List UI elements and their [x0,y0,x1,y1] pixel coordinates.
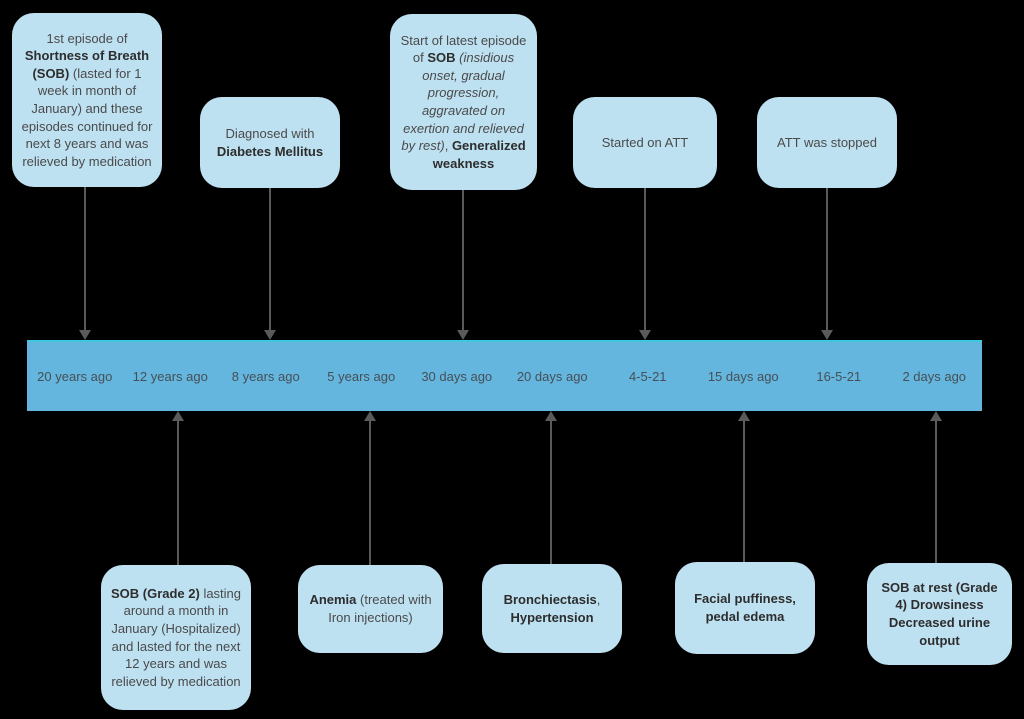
text-segment: (lasted for 1 week in month of January) … [21,65,153,169]
event-text: Facial puffiness, pedal edema [684,590,806,625]
text-segment: Anemia [309,592,357,608]
event-text: Started on ATT [602,134,688,152]
arrow-shaft [935,419,937,563]
event-box-sob-grade2: SOB (Grade 2) lasting around a month in … [101,565,251,710]
text-segment: , [444,138,452,154]
text-segment: Shortness of Breath (SOB) [24,48,150,81]
arrow-head [639,330,651,340]
connector-arrow-up-icon [172,411,184,565]
arrow-shaft [177,419,179,565]
text-segment: lasting around a month in January (Hospi… [111,585,242,689]
timeline-label: 20 days ago [516,369,588,384]
arrow-shaft [644,188,646,332]
text-segment: SOB (Grade 2) [110,585,200,601]
event-box-att-started: Started on ATT [573,97,717,188]
event-text: Start of latest episode of SOB (insidiou… [399,32,528,172]
event-box-bronchiectasis-hypertension: Bronchiectasis, Hypertension [482,564,622,653]
event-box-latest-sob-episode: Start of latest episode of SOB (insidiou… [390,14,537,190]
connector-arrow-up-icon [738,411,750,562]
arrow-shaft [743,419,745,562]
event-box-anemia: Anemia (treated with Iron injections) [298,565,443,653]
arrow-shaft [826,188,828,332]
timeline-bar: 20 years ago 12 years ago 8 years ago 5 … [27,340,982,411]
event-box-att-stopped: ATT was stopped [757,97,897,188]
arrow-head [930,411,942,421]
arrow-head [457,330,469,340]
text-segment: Start of latest episode of [400,32,527,66]
arrow-shaft [550,419,552,564]
timeline-label: 4-5-21 [628,369,667,384]
arrow-head [738,411,750,421]
event-text: SOB at rest (Grade 4) Drowsiness Decreas… [876,579,1003,649]
arrow-shaft [84,187,86,332]
event-box-diabetes-diagnosis: Diagnosed with Diabetes Mellitus [200,97,340,188]
arrow-head [821,330,833,340]
connector-arrow-up-icon [930,411,942,563]
arrow-shaft [462,190,464,332]
connector-arrow-down-icon [79,187,91,340]
arrow-head [79,330,91,340]
connector-arrow-down-icon [457,190,469,340]
text-segment: SOB [427,50,456,66]
text-segment: Facial puffiness, pedal edema [694,591,796,624]
arrow-head [264,330,276,340]
text-segment: 1st episode of [46,30,128,46]
arrow-head [172,411,184,421]
text-segment: Hypertension [510,609,594,625]
event-text: ATT was stopped [777,134,877,152]
arrow-shaft [269,188,271,332]
event-box-first-sob-episode: 1st episode of Shortness of Breath (SOB)… [12,13,162,187]
timeline-label: 30 days ago [421,369,493,384]
text-segment: Diagnosed with [225,125,315,141]
event-box-sob-grade4-drowsiness: SOB at rest (Grade 4) Drowsiness Decreas… [867,563,1012,665]
connector-arrow-down-icon [821,188,833,340]
timeline-label: 15 days ago [707,369,779,384]
connector-arrow-up-icon [545,411,557,564]
text-segment: Diabetes Mellitus [216,143,324,159]
connector-arrow-up-icon [364,411,376,565]
timeline-label: 5 years ago [327,369,396,384]
timeline-label: 16-5-21 [816,369,862,384]
text-segment: Bronchiectasis [503,591,597,607]
event-text: Diagnosed with Diabetes Mellitus [209,125,331,160]
timeline-label: 12 years ago [132,369,208,384]
event-text: SOB (Grade 2) lasting around a month in … [110,585,242,690]
timeline-label: 2 days ago [902,369,967,384]
arrow-head [545,411,557,421]
arrow-head [364,411,376,421]
text-segment: (treated with Iron injections) [328,592,432,625]
event-text: 1st episode of Shortness of Breath (SOB)… [21,30,153,170]
timeline-label: 8 years ago [231,369,300,384]
event-text: Bronchiectasis, Hypertension [491,591,613,626]
text-segment: SOB at rest (Grade 4) Drowsiness Decreas… [881,579,998,648]
event-text: Anemia (treated with Iron injections) [307,591,434,626]
arrow-shaft [369,419,371,565]
text-segment: , [596,591,601,607]
text-segment: (insidious onset, gradual progression, a… [401,50,524,154]
event-box-facial-puffiness-pedal-edema: Facial puffiness, pedal edema [675,562,815,654]
connector-arrow-down-icon [264,188,276,340]
text-segment: ATT was stopped [777,134,877,150]
text-segment: Started on ATT [601,134,689,150]
text-segment: Generalized weakness [432,138,526,171]
timeline-label: 20 years ago [37,369,113,384]
connector-arrow-down-icon [639,188,651,340]
